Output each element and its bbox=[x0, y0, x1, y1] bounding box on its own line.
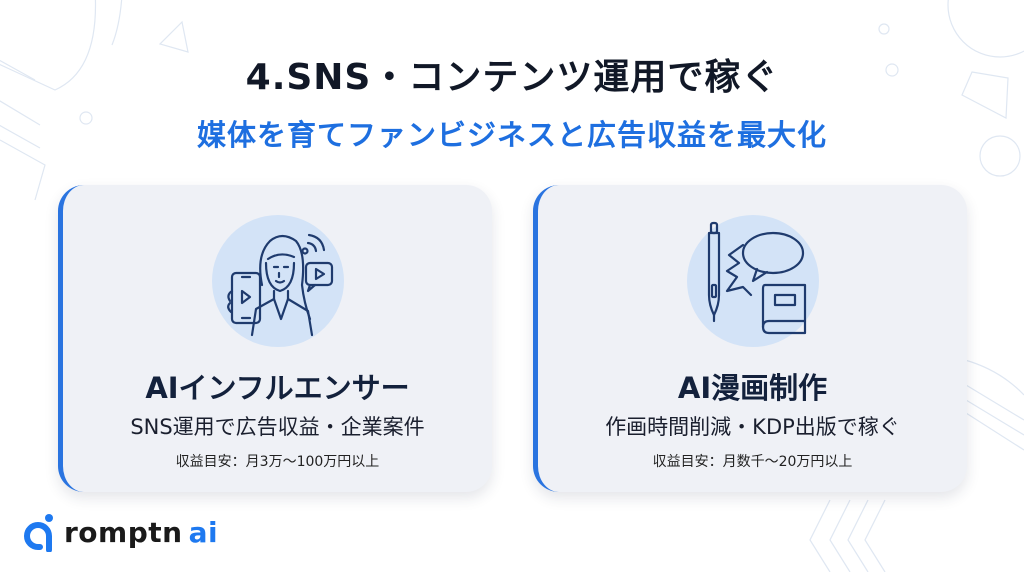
card-ai-manga: AI漫画制作 作画時間削減・KDP出版で稼ぐ 収益目安：月数千〜20万円以上 bbox=[533, 185, 967, 492]
logo-name: romptn bbox=[64, 515, 183, 549]
card-revenue-estimate: 収益目安：月3万〜100万円以上 bbox=[175, 454, 380, 470]
card-description: SNS運用で広告収益・企業案件 bbox=[130, 415, 425, 439]
page-title: 4.SNS・コンテンツ運用で稼ぐ bbox=[245, 57, 779, 98]
card-title: AIインフルエンサー bbox=[145, 371, 410, 405]
card-ai-influencer: AIインフルエンサー SNS運用で広告収益・企業案件 収益目安：月3万〜100万… bbox=[58, 185, 492, 492]
manga-pen-speech-book-icon bbox=[686, 215, 819, 347]
influencer-with-phone-icon bbox=[211, 215, 344, 347]
card-description: 作画時間削減・KDP出版で稼ぐ bbox=[605, 415, 900, 439]
logo-suffix: ai bbox=[188, 515, 219, 549]
card-revenue-estimate: 収益目安：月数千〜20万円以上 bbox=[652, 454, 853, 470]
card-title: AI漫画制作 bbox=[677, 371, 828, 405]
page-subtitle: 媒体を育てファンビジネスと広告収益を最大化 bbox=[196, 118, 827, 152]
logo-mark-icon bbox=[24, 514, 53, 552]
